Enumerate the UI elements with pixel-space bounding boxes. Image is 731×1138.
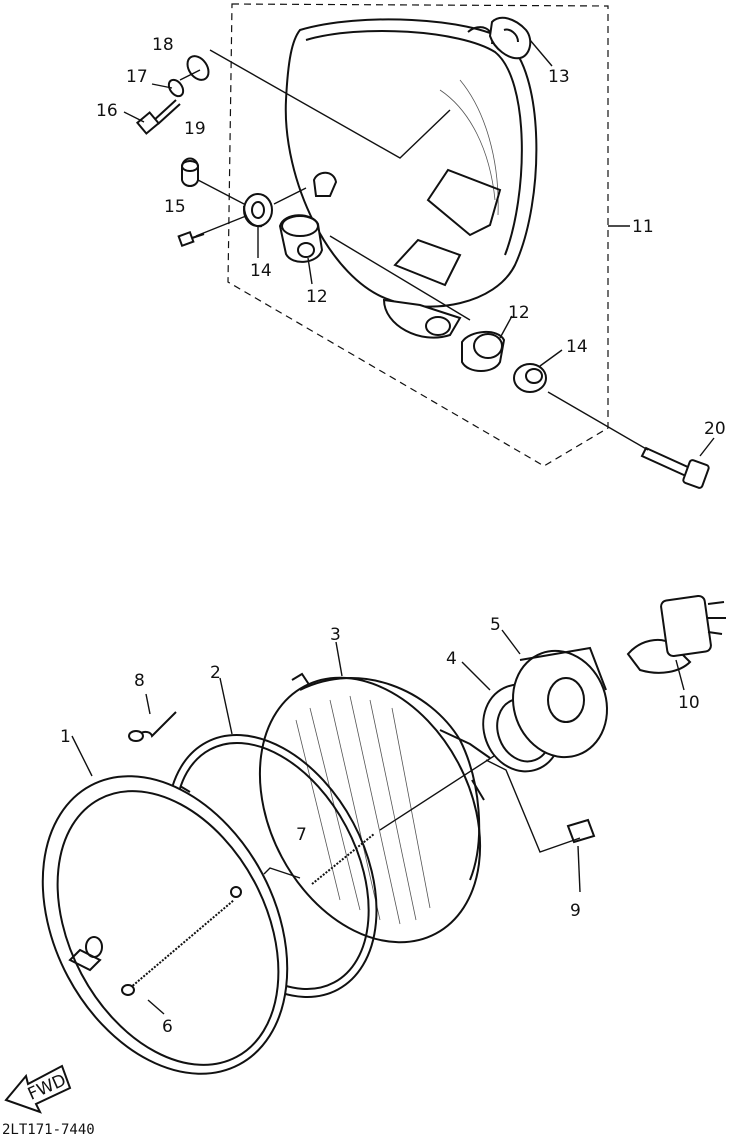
adjust-screw-6 bbox=[121, 886, 242, 996]
outer-rim-1 bbox=[41, 775, 289, 1075]
part-label-3: 3 bbox=[330, 625, 341, 645]
part-label-12-right: 12 bbox=[508, 303, 530, 323]
grommet-19 bbox=[181, 157, 199, 187]
part-labels: 1 2 3 4 5 6 7 8 9 10 11 12 12 13 14 14 1… bbox=[60, 35, 726, 1037]
part-label-14-right: 14 bbox=[566, 337, 588, 357]
fwd-arrow: FWD bbox=[4, 1064, 72, 1114]
part-label-6: 6 bbox=[162, 1017, 173, 1037]
part-label-20: 20 bbox=[704, 419, 726, 439]
drawing-code: 2LT171-7440 bbox=[2, 1122, 95, 1138]
screw-15 bbox=[177, 230, 205, 248]
collar-14-left bbox=[243, 193, 273, 228]
bulb-10 bbox=[626, 594, 726, 674]
housing-assembly-group bbox=[123, 3, 715, 489]
spring-7 bbox=[311, 833, 375, 885]
lock-washer-17 bbox=[167, 78, 185, 98]
part-label-2: 2 bbox=[210, 663, 221, 683]
part-label-11: 11 bbox=[632, 217, 654, 237]
lens-assembly-group bbox=[41, 594, 726, 1075]
damper-12-right bbox=[461, 331, 506, 372]
part-label-7: 7 bbox=[296, 825, 307, 845]
part-label-4: 4 bbox=[446, 649, 457, 669]
lens-unit-3 bbox=[258, 672, 491, 944]
assembly-11-boundary bbox=[227, 3, 609, 467]
connector-9 bbox=[566, 818, 596, 844]
clip-8 bbox=[128, 711, 177, 742]
socket-cover-5 bbox=[511, 646, 609, 759]
part-label-19: 19 bbox=[184, 119, 206, 139]
part-label-8: 8 bbox=[134, 671, 145, 691]
grommet-13 bbox=[488, 16, 532, 60]
bolt-20 bbox=[640, 446, 710, 489]
part-label-13: 13 bbox=[548, 67, 570, 87]
headlight-housing bbox=[284, 18, 538, 339]
part-label-12-left: 12 bbox=[306, 287, 328, 307]
part-label-18: 18 bbox=[152, 35, 174, 55]
leaders-lower bbox=[71, 629, 685, 1015]
collar-14-right bbox=[513, 363, 547, 393]
part-label-17: 17 bbox=[126, 67, 148, 87]
part-label-16: 16 bbox=[96, 101, 118, 121]
part-label-1: 1 bbox=[60, 727, 71, 747]
washer-18 bbox=[186, 55, 210, 81]
part-label-15: 15 bbox=[164, 197, 186, 217]
part-label-9: 9 bbox=[570, 901, 581, 921]
damper-12-left bbox=[278, 214, 324, 263]
leaders-upper bbox=[123, 39, 715, 457]
part-label-14-left: 14 bbox=[250, 261, 272, 281]
part-label-10: 10 bbox=[678, 693, 700, 713]
part-label-5: 5 bbox=[490, 615, 501, 635]
bolt-16 bbox=[135, 99, 181, 135]
